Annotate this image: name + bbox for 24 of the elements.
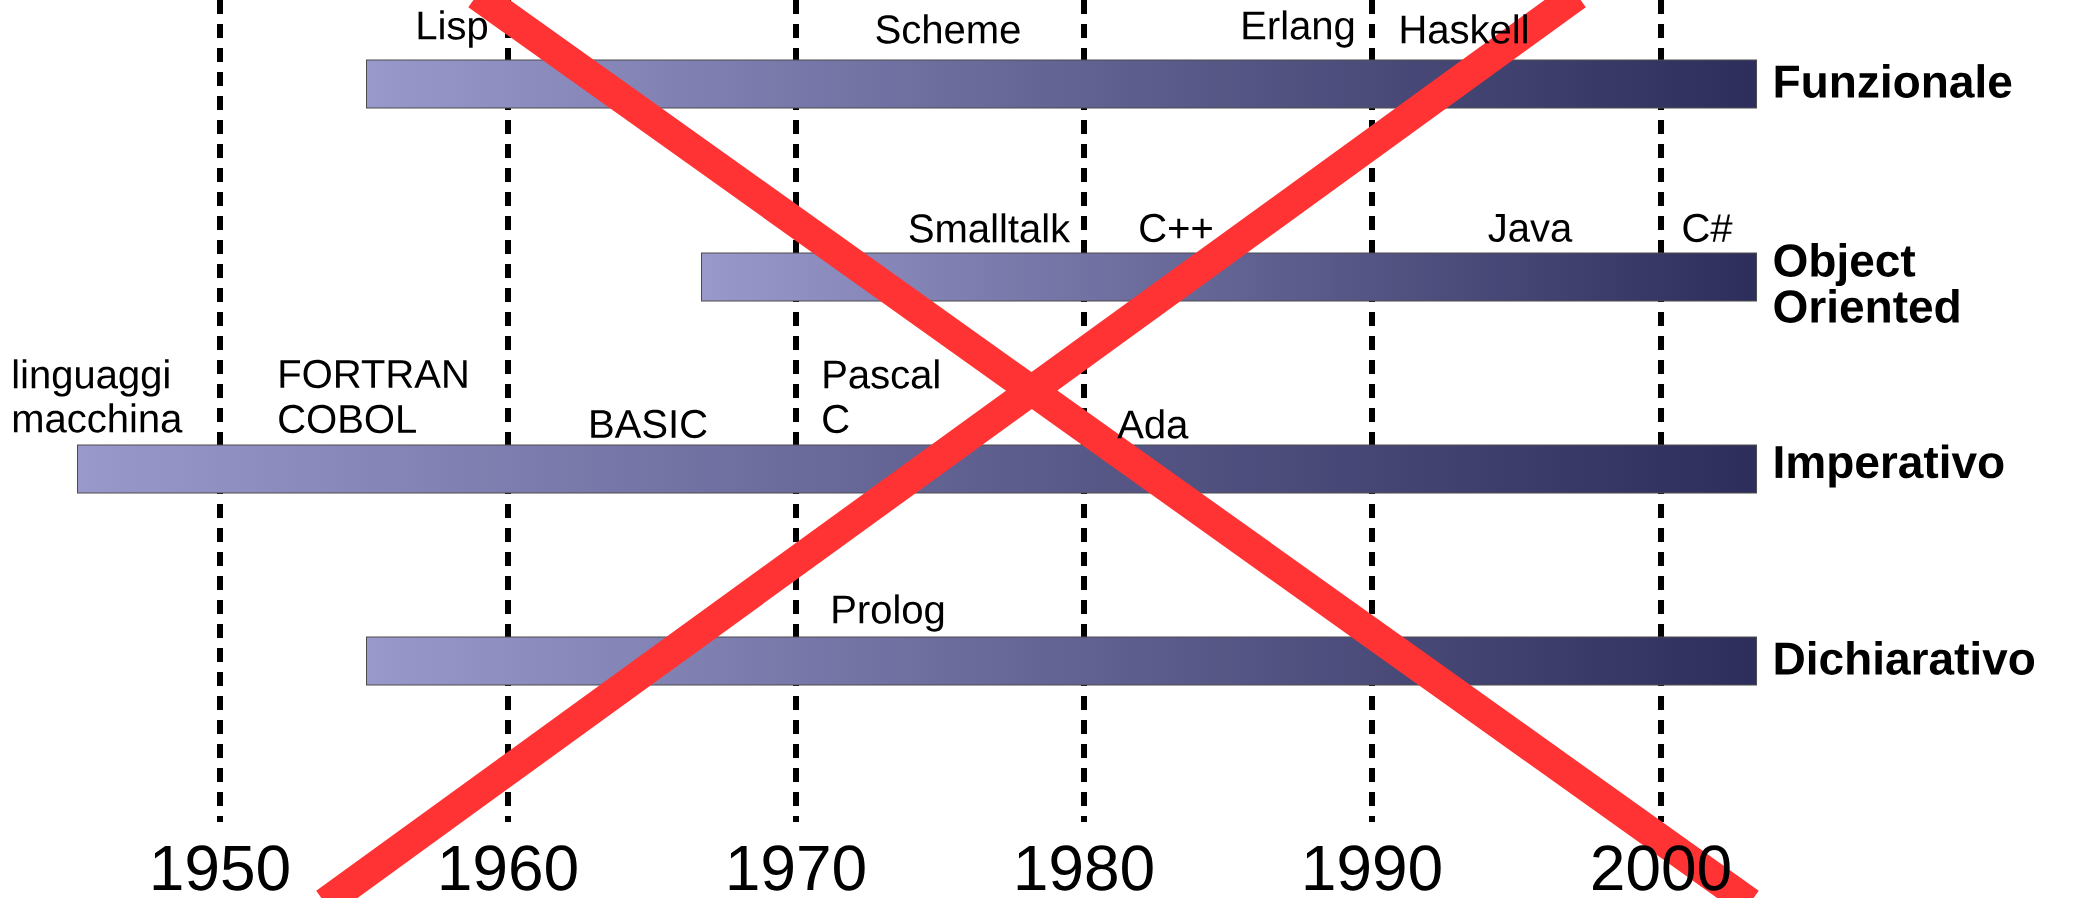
year-label: 1960 [441, 845, 577, 891]
language-label: Java [1488, 214, 1573, 242]
language-label: C [823, 404, 849, 434]
timeline-bar: Object Oriented [701, 243, 1959, 323]
year-label: 1970 [729, 845, 865, 891]
timeline-bar: Funzionale [366, 59, 2012, 109]
node-label: Funzionale [1775, 64, 2012, 98]
node-label: Imperativo [1775, 444, 2004, 488]
language-label: Prolog [833, 594, 944, 632]
language-label: FORTRAN [280, 359, 467, 389]
language-label: linguaggi macchina [13, 359, 183, 433]
year-label: 1990 [1305, 845, 1441, 891]
language-label: Ada [1117, 409, 1189, 439]
language-label: Pascal [824, 359, 939, 389]
node-label: Dichiarativo [1775, 641, 2035, 675]
language-label: C# [1683, 213, 1733, 243]
language-label: Smalltalk [909, 213, 1071, 243]
year-label: 1950 [153, 845, 289, 891]
language-label: BASIC [591, 409, 707, 439]
timeline-bar: Imperativo [77, 444, 2004, 494]
year-label: 1980 [1017, 845, 1153, 891]
node-label: Object Oriented [1774, 243, 1959, 323]
language-label: C++ [1140, 213, 1212, 243]
timeline-bar: Dichiarativo [366, 636, 2035, 686]
